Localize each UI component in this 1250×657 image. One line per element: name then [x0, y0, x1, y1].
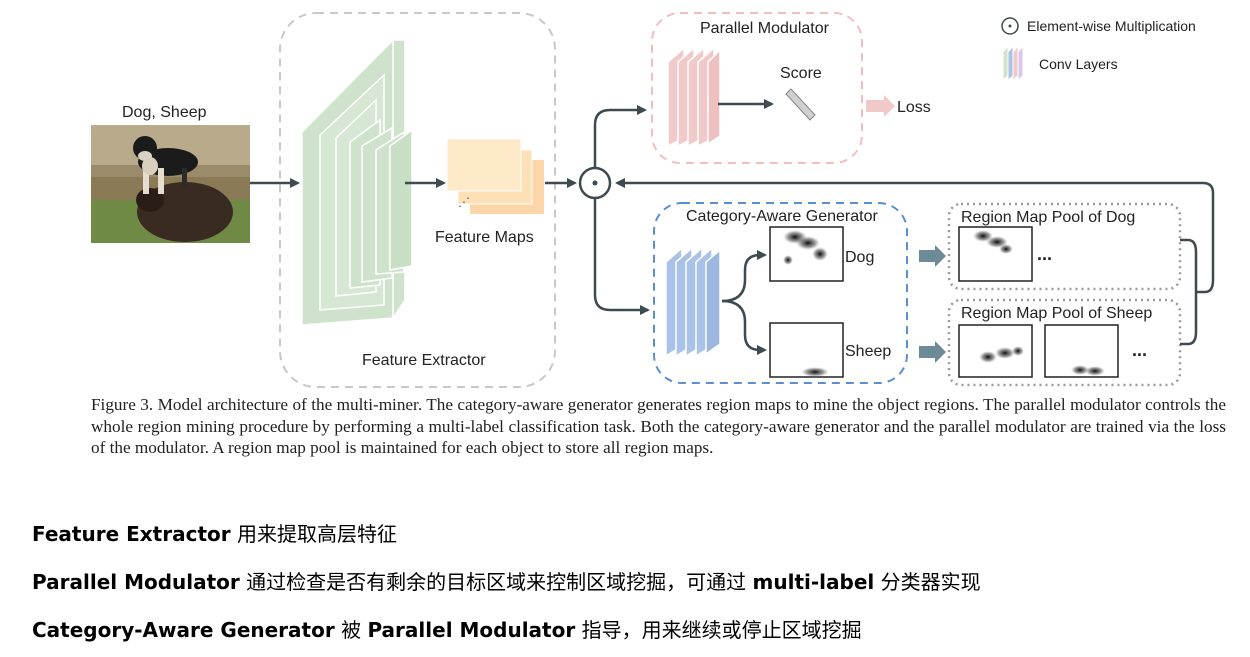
note-term-2: Parallel Modulator: [367, 618, 576, 642]
input-image: [91, 125, 250, 243]
dog-shape: [133, 136, 198, 194]
dog-label: Dog: [845, 249, 874, 266]
parallel-modulator-box: [651, 12, 863, 164]
note-text: 被: [334, 618, 368, 642]
score-vector: [785, 88, 816, 121]
pool-of-sheep-box: [947, 298, 1182, 387]
sheep-pool-arrow: [919, 341, 946, 363]
legend-multiplication-label: Element-wise Multiplication: [1027, 18, 1196, 34]
note-term: Category-Aware Generator: [32, 618, 335, 642]
figure-caption: Figure 3. Model architecture of the mult…: [91, 395, 1226, 457]
legend: Element-wise Multiplication Conv Layers: [1001, 17, 1196, 82]
pool-of-dog-label: Region Map Pool of Dog: [961, 209, 1135, 226]
pool-of-dog-box: [947, 202, 1182, 291]
score-label: Score: [780, 65, 822, 82]
legend-conv-label: Conv Layers: [1039, 56, 1118, 72]
feature-maps-label: Feature Maps: [435, 229, 534, 246]
svg-text:⋰: ⋰: [458, 195, 470, 209]
parallel-modulator-label: Parallel Modulator: [700, 20, 830, 37]
dog-pool-arrow: [919, 245, 946, 267]
feature-maps: ⋰: [446, 138, 544, 214]
note-parallel-modulator: Parallel Modulator 通过检查是否有剩余的目标区域来控制区域挖掘…: [32, 566, 981, 595]
note-text-2: 分类器实现: [874, 570, 981, 594]
note-category-aware-generator: Category-Aware Generator 被 Parallel Modu…: [32, 614, 862, 643]
note-text: 通过检查是否有剩余的目标区域来控制区域挖掘，可通过: [239, 570, 753, 594]
note-text: 用来提取高层特征: [230, 522, 397, 546]
conv-legend-icon: [1002, 44, 1024, 82]
input-label: Dog, Sheep: [122, 104, 207, 121]
architecture-diagram: Dog, Sheep Feature Extractor ⋰ Feature M…: [91, 12, 1215, 388]
category-aware-generator-label: Category-Aware Generator: [686, 208, 878, 225]
note-feature-extractor: Feature Extractor 用来提取高层特征: [32, 518, 397, 547]
category-aware-generator-box: [653, 202, 908, 384]
pool-of-sheep-label: Region Map Pool of Sheep: [961, 305, 1152, 322]
pool-dog-map-1: [958, 226, 1033, 282]
note-term: Parallel Modulator: [32, 570, 240, 594]
generator-conv-layers: [665, 246, 721, 358]
pool-sheep-ellipsis: ...: [1132, 340, 1147, 360]
modulator-conv-layers: [667, 46, 721, 148]
loss-arrow: [866, 95, 895, 117]
feature-extractor-label: Feature Extractor: [362, 352, 486, 369]
feature-extractor-box: [279, 12, 556, 388]
note-term-2: multi-label: [752, 570, 875, 594]
sheep-region-map: [769, 322, 844, 378]
note-term: Feature Extractor: [32, 522, 231, 546]
pool-dog-ellipsis: ...: [1037, 244, 1052, 264]
sheep-label: Sheep: [845, 343, 891, 360]
note-text-2: 指导，用来继续或停止区域挖掘: [575, 618, 862, 642]
extractor-conv-layers: [301, 38, 413, 326]
loss-label: Loss: [897, 99, 931, 116]
